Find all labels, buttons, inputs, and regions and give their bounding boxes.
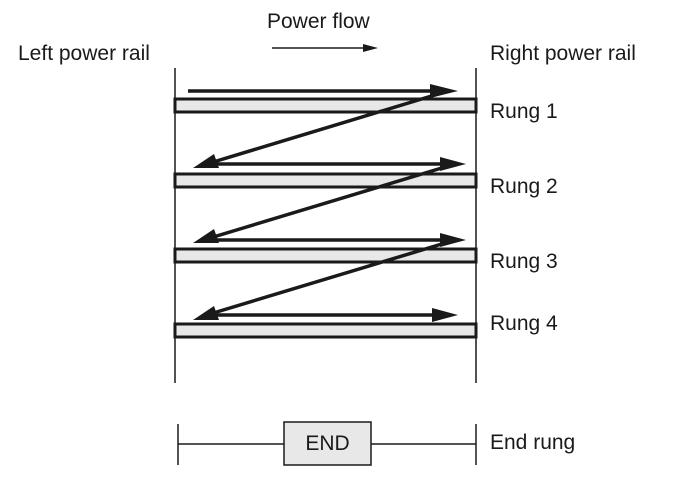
return-arrow-3 xyxy=(209,238,456,316)
return-arrow-2 xyxy=(209,162,456,240)
end-rung-label: End rung xyxy=(490,431,576,454)
rung-bar-1 xyxy=(173,97,478,114)
right-rail-label: Right power rail xyxy=(490,42,636,65)
rung-bar-3 xyxy=(173,247,478,264)
return-arrow-1 xyxy=(209,89,449,165)
rung-label: Rung 4 xyxy=(490,312,558,335)
rung-label: Rung 3 xyxy=(490,250,558,273)
left-rail-label: Left power rail xyxy=(18,42,150,65)
end-box xyxy=(283,421,372,466)
rung-bar-2 xyxy=(173,172,478,189)
rung-label: Rung 1 xyxy=(490,100,558,123)
end-rung xyxy=(177,421,477,466)
rung-bar-4 xyxy=(173,322,478,339)
rung-label: Rung 2 xyxy=(490,175,558,198)
end-box-text: END xyxy=(305,432,350,455)
power-flow-label: Power flow xyxy=(267,10,370,33)
power-flow-arrow xyxy=(272,44,378,52)
